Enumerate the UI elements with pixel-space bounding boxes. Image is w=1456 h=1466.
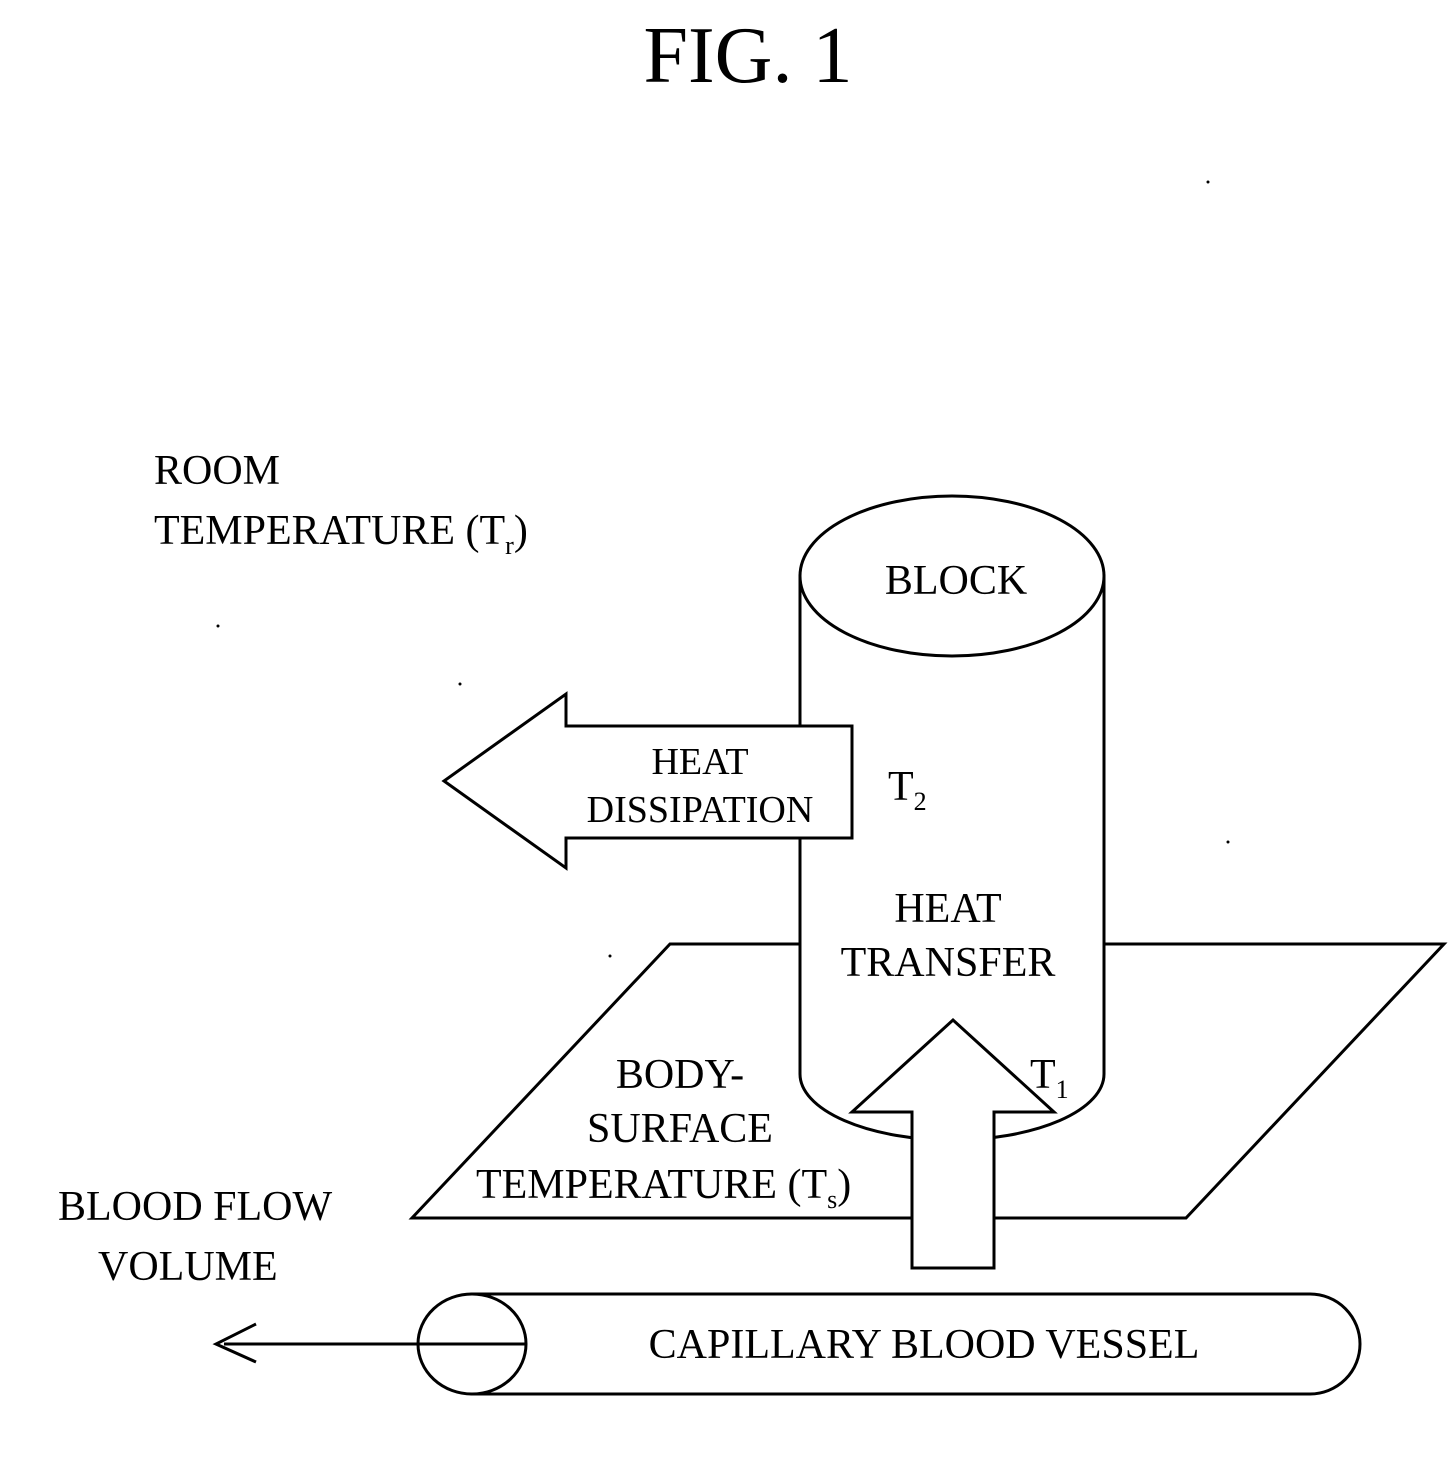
heat-dissipation-line2: DISSIPATION bbox=[587, 789, 814, 831]
svg-text:TEMPERATURE (Tr): TEMPERATURE (Tr) bbox=[154, 508, 528, 560]
heat-dissipation-arrow bbox=[444, 694, 852, 868]
capillary-label: CAPILLARY BLOOD VESSEL bbox=[649, 1322, 1200, 1368]
svg-text:ROOM: ROOM bbox=[154, 448, 280, 494]
svg-text:TEMPERATURE (Ts): TEMPERATURE (Ts) bbox=[476, 1162, 851, 1214]
block-label: BLOCK bbox=[885, 558, 1027, 604]
heat-transfer-line2: TRANSFER bbox=[841, 940, 1056, 986]
svg-text:BODY-: BODY- bbox=[616, 1052, 744, 1098]
heat-dissipation-line1: HEAT bbox=[651, 741, 748, 783]
blood-flow-line2: VOLUME bbox=[98, 1244, 278, 1290]
blood-flow-line1: BLOOD FLOW bbox=[58, 1184, 333, 1230]
room-temperature-label: ROOM TEMPERATURE (Tr) bbox=[154, 448, 528, 560]
svg-text:SURFACE: SURFACE bbox=[587, 1106, 773, 1152]
figure-title: FIG. 1 bbox=[644, 12, 853, 100]
blood-flow-direction-arrow bbox=[216, 1324, 418, 1362]
heat-transfer-line1: HEAT bbox=[894, 886, 1001, 932]
